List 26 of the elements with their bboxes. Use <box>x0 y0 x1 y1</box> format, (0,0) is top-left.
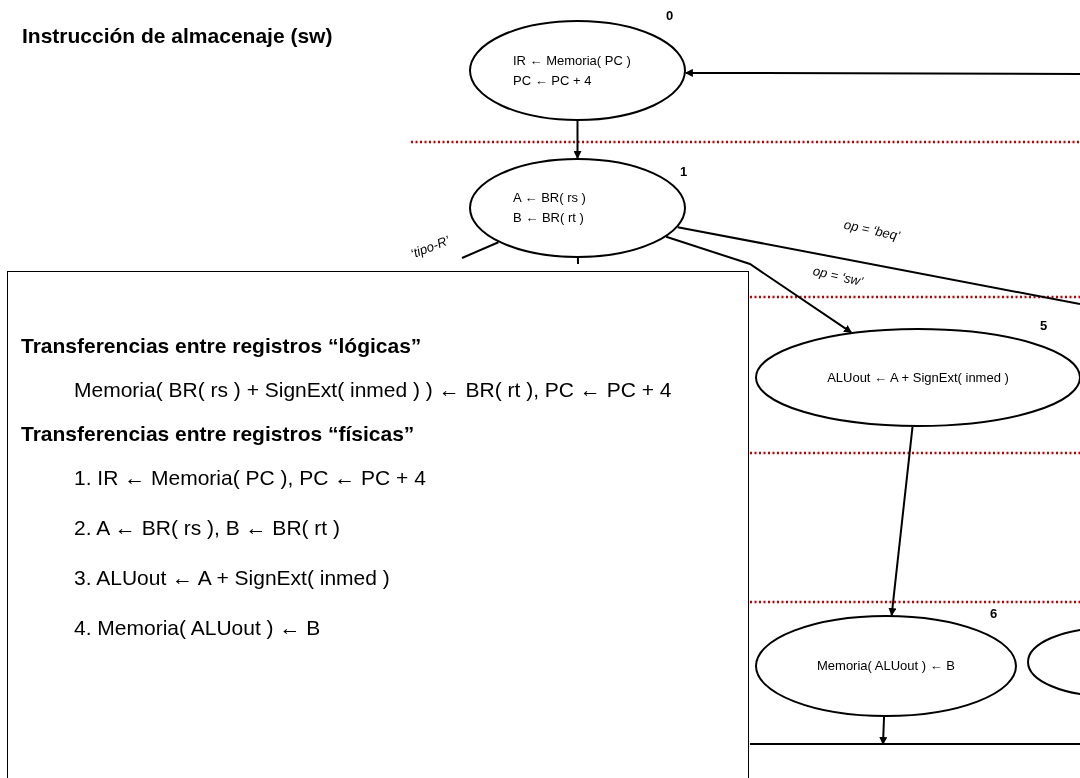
state-action: Memoria( ALUout ) ← B <box>817 657 955 675</box>
transition-arrow <box>573 120 582 159</box>
transition-arrow <box>879 716 888 745</box>
state-number: 1 <box>680 164 688 179</box>
diagram-title: Instrucción de almacenaje (sw) <box>22 24 333 48</box>
transition-arrow <box>888 425 914 617</box>
transition-arrow <box>684 68 1080 77</box>
section-heading: Transferencias entre registros “físicas” <box>21 422 416 446</box>
state-action: IR ← Memoria( PC ) <box>513 51 631 70</box>
transfer-statement: 3. ALUout ← A + SignExt( inmed ) <box>74 565 391 591</box>
state-action: A ← BR( rs ) <box>513 189 586 207</box>
transfer-statement: 1. IR ← Memoria( PC ), PC ← PC + 4 <box>74 465 427 491</box>
transfer-statement: 2. A ← BR( rs ), B ← BR( rt ) <box>74 515 342 541</box>
state-number: 0 <box>666 8 674 23</box>
section-heading: Transferencias entre registros “lógicas” <box>21 334 423 358</box>
transition-arrow <box>665 235 853 334</box>
state-action: PC ← PC + 4 <box>513 71 592 90</box>
transfer-statement: Memoria( BR( rs ) + SignExt( inmed ) ) ← BR( rt ), PC ← PC + 4 <box>74 377 673 403</box>
state-number: 5 <box>1040 318 1048 333</box>
text-panel <box>7 271 749 778</box>
state-action: ALUout ← A + SignExt( inmed ) <box>827 368 1009 387</box>
state-number: 6 <box>990 606 998 621</box>
state-action: B ← BR( rt ) <box>513 209 584 227</box>
state-ellipse <box>469 158 686 258</box>
transfer-statement: 4. Memoria( ALUout ) ← B <box>74 615 322 641</box>
state-ellipse <box>469 20 686 121</box>
